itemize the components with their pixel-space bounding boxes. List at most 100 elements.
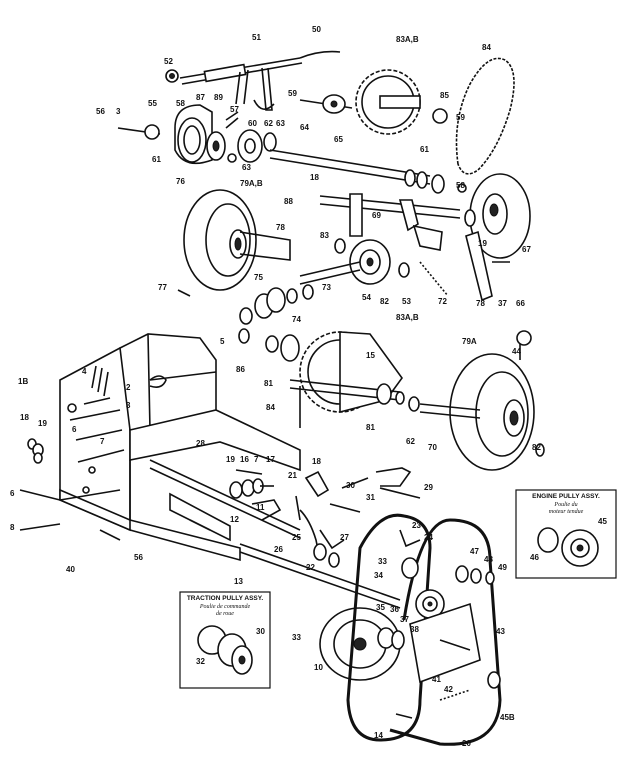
main-axle: [269, 149, 467, 194]
part-number: 7: [100, 437, 105, 446]
part-number: 33: [292, 633, 301, 642]
part-number: 20: [462, 739, 471, 748]
part-number: 21: [288, 471, 297, 480]
traction-pulley-assembly: [239, 529, 405, 681]
part-number: 42: [444, 685, 453, 694]
part-number: 41: [432, 675, 441, 684]
part-number: 40: [66, 565, 75, 574]
part-number: 56: [96, 107, 105, 116]
part-number: 69: [372, 211, 381, 220]
part-number: 12: [230, 515, 239, 524]
part-number: 17: [266, 455, 275, 464]
part-number: 22: [306, 563, 315, 572]
chain-top: [455, 57, 515, 175]
part-number: 51: [252, 33, 261, 42]
part-number: 34: [374, 571, 383, 580]
part-number: 2: [126, 383, 131, 392]
large-sprocket-lower: [238, 328, 420, 428]
drive-belts: [346, 513, 502, 746]
part-number: 45B: [500, 713, 515, 722]
part-number: 27: [340, 533, 349, 542]
part-number: 6: [10, 489, 15, 498]
part-number: 72: [438, 297, 447, 306]
part-number: 63: [276, 119, 285, 128]
part-number: 35: [376, 603, 385, 612]
traction-pulley-subtitle-1: Poulie de commande: [199, 604, 251, 610]
wheel-top-left: [177, 189, 291, 297]
part-number: 43: [496, 627, 505, 636]
part-number: 3: [116, 107, 121, 116]
part-number: 56: [134, 553, 143, 562]
left-fasteners: [19, 365, 121, 531]
part-number: 19: [478, 239, 487, 248]
part-number: 87: [196, 93, 205, 102]
part-number: 23: [412, 521, 421, 530]
middle-linkage: [229, 467, 421, 561]
part-number: 78: [276, 223, 285, 232]
axle-housing: [299, 193, 510, 302]
part-number: 85: [440, 91, 449, 100]
part-number: 59: [456, 113, 465, 122]
engine-pulley-inset: [515, 489, 617, 579]
part-number: 55: [148, 99, 157, 108]
part-number: 18: [312, 457, 321, 466]
part-number: 58: [456, 181, 465, 190]
engine-pulley-subtitle-2: moteur tendue: [549, 509, 584, 515]
part-number: 29: [424, 483, 433, 492]
part-number: 62: [264, 119, 273, 128]
part-number: 84: [266, 403, 275, 412]
part-number: 19: [38, 419, 47, 428]
part-number: 76: [176, 177, 185, 186]
part-number: 84: [482, 43, 491, 52]
part-number: 28: [196, 439, 205, 448]
part-number: 86: [236, 365, 245, 374]
wheel-lower-right: [419, 330, 545, 471]
part-number: 48: [484, 555, 493, 564]
part-number: 19: [226, 455, 235, 464]
part-number: 57: [230, 105, 239, 114]
part-number: 45: [598, 517, 607, 526]
part-number: 52: [164, 57, 173, 66]
part-number: 82: [380, 297, 389, 306]
part-number: 36: [390, 605, 399, 614]
part-number: 18: [20, 413, 29, 422]
part-number: 75: [254, 273, 263, 282]
part-number: 83A,B: [396, 35, 419, 44]
traction-pulley-inset: [179, 591, 271, 689]
engine-pulley-title: ENGINE PULLY ASSY.: [532, 493, 600, 500]
part-number: 8: [10, 523, 15, 532]
part-number: 61: [420, 145, 429, 154]
part-number: 7: [254, 455, 259, 464]
large-sprocket-top: [355, 69, 448, 135]
part-number: 54: [362, 293, 371, 302]
part-number: 73: [322, 283, 331, 292]
part-number: 53: [402, 297, 411, 306]
engine-pulley-subtitle-1: Poulie du: [553, 502, 577, 508]
part-number: 5: [220, 337, 225, 346]
part-number-callouts: 51 50 83A,B 84 52 56 3 55 58 87 89 57 60…: [10, 25, 607, 748]
part-number: 32: [196, 657, 205, 666]
part-number: 3: [126, 401, 131, 410]
part-number: 63: [242, 163, 251, 172]
part-number: 77: [158, 283, 167, 292]
small-sprocket: [299, 94, 353, 114]
part-number: 31: [366, 493, 375, 502]
part-number: 88: [284, 197, 293, 206]
part-number: 67: [522, 245, 531, 254]
part-number: 33: [378, 557, 387, 566]
chassis-frame: [59, 333, 301, 562]
part-number: 30: [346, 481, 355, 490]
part-number: 37: [498, 299, 507, 308]
part-number: 83: [320, 231, 329, 240]
part-number: 81: [366, 423, 375, 432]
shaft-bushings: [239, 284, 314, 325]
part-number: 10: [314, 663, 323, 672]
part-number: 37: [400, 615, 409, 624]
part-number: 25: [292, 533, 301, 542]
part-number: 26: [274, 545, 283, 554]
part-number: 60: [248, 119, 257, 128]
traction-pulley-subtitle-2: de roue: [216, 611, 234, 617]
part-number: 15: [366, 351, 375, 360]
traction-pulley-title: TRACTION PULLY ASSY.: [187, 595, 264, 602]
part-number: 62: [406, 437, 415, 446]
